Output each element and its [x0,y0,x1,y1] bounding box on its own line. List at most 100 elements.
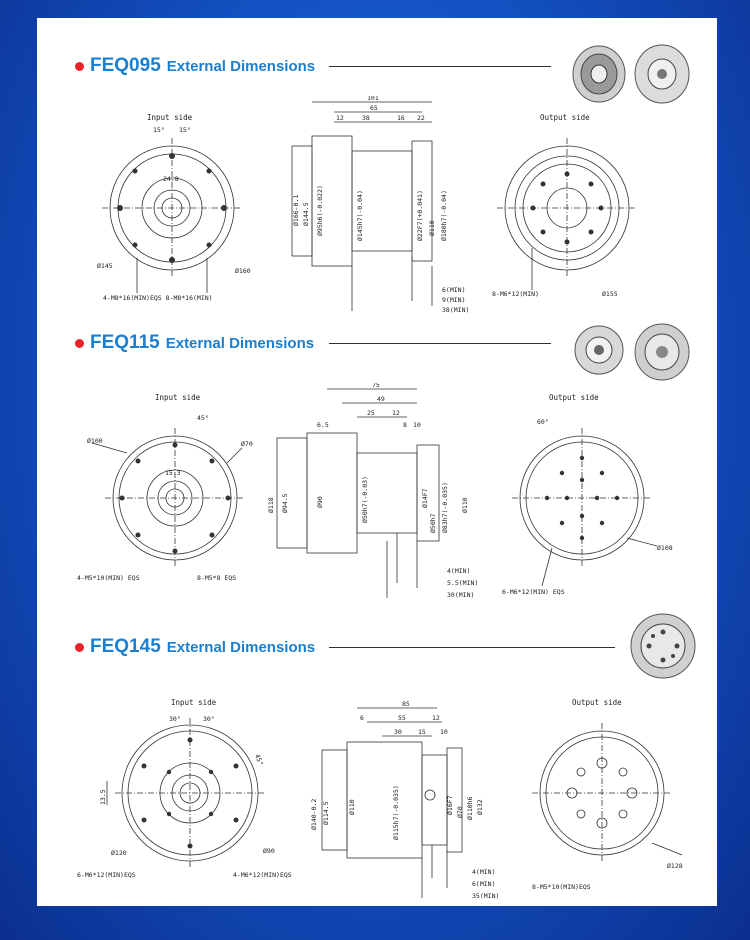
width-a: 65 [370,104,378,112]
title-rule [329,343,551,344]
width-b: 12 [336,114,344,122]
bottom-1: 4(MIN) [472,868,495,876]
title-text: External Dimensions [166,638,316,656]
output-side-view: Output side Ø128 8-M5*10(MIN)EQS [532,698,683,891]
output-side-view: Output side 8-M6*12(MIN) Ø155 [492,113,637,298]
caption: Input side [171,698,217,707]
dim-outer: Ø108 [657,544,673,552]
hole-spec: 8-M6*12(MIN) [492,290,539,298]
caption: Output side [549,393,599,402]
hole-spec: 4-M8*16(MIN)EQS 8-M8*16(MIN) [103,294,213,302]
section-title: FEQ145 External Dimensions [75,636,315,658]
bullet-dot [75,61,84,71]
hole-spec-right: 4-M6*12(MIN)EQS [233,871,292,879]
width-c: 12 [392,409,400,417]
output-side-view: Output side 60° Ø108 6-M6*12(MIN) EQS [502,393,673,596]
hole-spec: 8-M5*10(MIN)EQS [532,883,591,891]
width-c: 38 [362,114,370,122]
diam-7: Ø110h6 [466,796,474,820]
bottom-2: 6(MIN) [472,880,495,888]
dim-outer: Ø155 [602,290,618,298]
dim-left: Ø120 [111,849,127,857]
dim-right: Ø70 [241,440,253,448]
width-total: 101 [367,96,379,102]
side-section-view: 85 6 55 12 30 15 10 Ø140-0.2 Ø114.5 Ø110… [310,700,499,900]
diam-8: Ø110 [461,497,469,513]
section-feq145: FEQ145 External Dimensions Input side 30… [37,613,717,906]
diam-3: Ø90 [316,496,324,508]
angle: 45° [197,414,209,422]
input-side-view: Input side 15° 15° 24.8 Ø145 [97,113,251,302]
dim-right: Ø90 [263,847,275,855]
input-side-view: Input side 45° Ø100 Ø70 15.3 [77,393,253,582]
bottom-1: 4(MIN) [447,567,470,575]
bottom-2: 9(MIN) [442,296,465,304]
bottom-3: 38(MIN) [442,306,469,314]
diam-6: Ø70 [456,806,464,818]
bullet-dot [75,338,84,348]
diam-3: Ø110 [348,799,356,815]
diam-5: Ø14F7 [421,488,429,508]
model-name: FEQ145 [90,636,161,657]
hole-spec-left: 4-M5*10(MIN) EQS [77,574,140,582]
title-text: External Dimensions [165,334,315,352]
angle-right: 15° [179,126,191,134]
width-e: 15 [418,728,426,736]
width-f: 10 [440,728,448,736]
bullet-dot [75,642,84,652]
title-text: External Dimensions [166,57,316,75]
title-rule [329,66,551,67]
dim-inner: 24.8 [163,175,179,183]
diam-5: Ø16F7 [446,795,454,815]
diam-2: Ø144.5 [302,202,310,226]
diam-8: Ø132 [476,799,484,815]
width-a: 49 [377,395,385,403]
angle-side: 45° [253,753,265,767]
side-section-view: 101 65 12 38 16 22 Ø166-0.1 Ø144.5 Ø95h6… [291,96,469,314]
width-b: 25 [367,409,375,417]
bottom-1: 6(MIN) [442,286,465,294]
model-name: FEQ095 [90,55,161,76]
bottom-2: 5.5(MIN) [447,579,478,587]
product-photo [574,323,690,381]
hole-spec-left: 6-M6*12(MIN)EQS [77,871,136,879]
width-b: 55 [398,714,406,722]
caption: Input side [155,393,201,402]
diam-1: Ø166-0.1 [292,195,300,226]
angle-left: 30° [169,715,181,723]
section-title: FEQ095 External Dimensions [75,55,315,77]
model-name: FEQ115 [90,332,160,353]
diam-6: Ø50h7 [429,513,437,533]
side-section-view: 75 49 25 12 6.5 8 10 Ø118 Ø94.5 Ø90 Ø50h… [267,383,478,599]
hole-spec: 6-M6*12(MIN) EQS [502,588,565,596]
product-photo [572,44,690,104]
dim-left: Ø100 [87,437,103,445]
input-side-view: Input side 30° 30° 45° 13.5 [77,698,292,879]
diam-7: Ø83h7(-0.035) [441,482,449,533]
caption: Output side [540,113,590,122]
diam-7: Ø180h7(-0.04) [440,190,448,241]
diam-2: Ø94.5 [281,493,289,513]
diam-4: Ø145h7(-0.04) [356,190,364,241]
dim-outer: Ø128 [667,862,683,870]
section-feq095: FEQ095 External Dimensions Input side 15… [37,18,717,318]
width-f: 10 [413,421,421,429]
bottom-3: 35(MIN) [472,892,499,900]
width-d: 30 [394,728,402,736]
diam-2: Ø114.5 [322,801,330,825]
width-e: 8 [403,421,407,429]
diam-4: Ø50h7(-0.03) [361,476,369,523]
drawing-sheet: FEQ095 External Dimensions Input side 15… [37,18,717,906]
width-d: 16 [397,114,405,122]
angle-left: 15° [153,126,165,134]
diam-6: Ø110 [428,220,436,236]
width-d: 6.5 [317,421,329,429]
dim-left: Ø145 [97,262,113,270]
caption: Input side [147,113,193,122]
diam-4: Ø115h7(-0.035) [392,785,400,840]
width-total: 85 [402,700,410,708]
dim-right: Ø160 [235,267,251,275]
width-c: 12 [432,714,440,722]
angle-right: 30° [203,715,215,723]
title-rule [329,647,615,648]
